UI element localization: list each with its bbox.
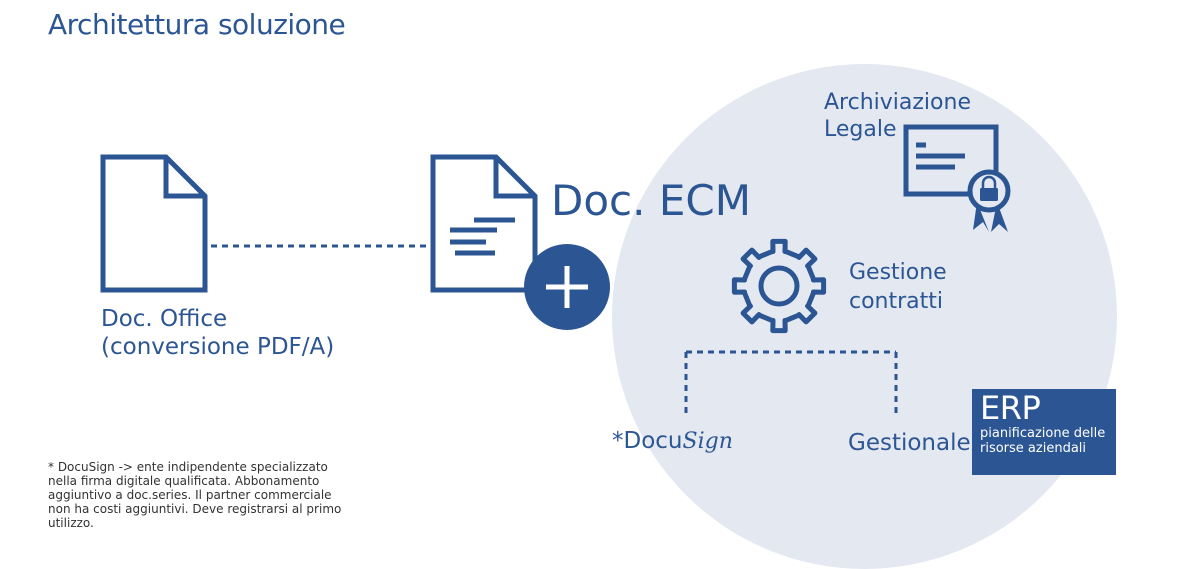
gear-outline [731,238,827,334]
doc-office-subtitle: (conversione PDF/A) [101,333,335,360]
gestione-line1: Gestione [849,260,947,285]
plus-icon [524,244,610,330]
gear-icon [731,238,827,334]
footnote: * DocuSign -> ente indipendente speciali… [48,460,342,530]
doc-ecm-label: Doc. ECM [551,176,751,225]
gestionale-label: Gestionale [848,430,971,456]
doc-office-label: Doc. Office (conversione PDF/A) [101,306,334,361]
archiviazione-line2: Legale [824,116,897,142]
page-title: Architettura soluzione [48,8,346,41]
document-text-icon [430,154,538,293]
erp-subtitle-line2: risorse aziendali [980,441,1087,456]
erp-badge: ERP pianificazione delle risorse azienda… [972,389,1116,475]
erp-title: ERP [980,389,1041,427]
archiviazione-line1: Archiviazione [824,90,971,115]
ecm-circle-background [612,64,1117,569]
doc-office-title: Doc. Office [101,306,228,332]
docusign-prefix: *Docu [612,428,683,454]
archiviazione-legale-label: Archiviazione Legale [824,90,971,144]
diagram-graphics [100,124,1011,418]
erp-subtitle-line1: pianificazione delle [980,426,1106,441]
document-icon [100,154,208,293]
docusign-script: Sign [682,429,733,454]
docusign-label: *DocuSign [612,428,733,456]
lock-icon [980,175,998,201]
integration-connector [684,350,898,418]
erp-subtitle: pianificazione delle risorse aziendali [980,426,1108,456]
gestione-contratti-label: Gestione contratti [849,259,947,316]
gestione-line2: contratti [849,288,944,314]
